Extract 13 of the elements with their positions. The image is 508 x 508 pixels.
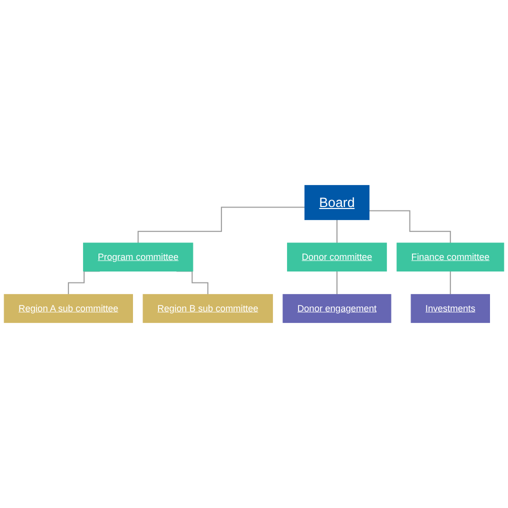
node-box: Region A sub committee [4,294,133,323]
connector [450,270,451,295]
connector [138,206,305,244]
node-box: Finance committee [396,242,504,272]
node-box: Investments [410,294,490,323]
node-box: Donor committee [287,242,387,272]
connector [336,219,338,244]
node-box: Region B sub committee [142,294,273,323]
node-box: Board [304,185,370,220]
node-box: Program committee [83,242,194,272]
connector [369,210,451,244]
connector [336,270,338,295]
node-box: Donor engagement [282,294,392,323]
